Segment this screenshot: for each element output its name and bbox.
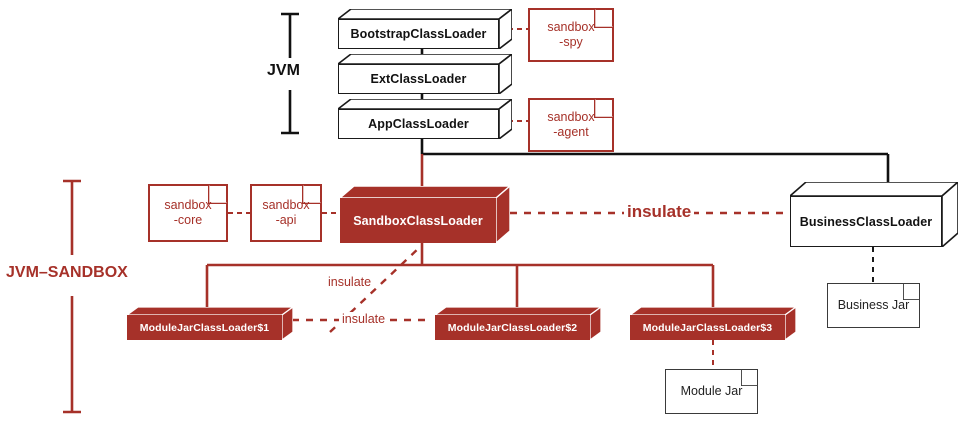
- note-sandbox-core[interactable]: sandbox -core: [148, 184, 228, 242]
- classloader-app[interactable]: AppClassLoader: [338, 99, 512, 139]
- folded-corner-icon: [208, 184, 228, 204]
- folded-corner-icon: [302, 184, 322, 204]
- classloader-business[interactable]: BusinessClassLoader: [790, 182, 958, 247]
- note-line-2: -agent: [553, 125, 589, 139]
- note-sandbox-spy[interactable]: sandbox -spy: [528, 8, 614, 62]
- folded-corner-icon: [903, 283, 920, 300]
- classloader-label: BusinessClassLoader: [799, 214, 933, 229]
- insulate-label-lower: insulate: [339, 312, 389, 326]
- note-sandbox-api[interactable]: sandbox -api: [250, 184, 322, 242]
- note-line-1: sandbox: [164, 197, 212, 212]
- jvm-bracket-graphic: [281, 12, 299, 135]
- folded-corner-icon: [594, 98, 614, 118]
- jvm-bracket-label: JVM: [267, 62, 300, 79]
- insulate-label-upper: insulate: [325, 275, 375, 289]
- box-3d-shell: [630, 307, 796, 340]
- box-3d-shell: [338, 9, 512, 49]
- classloader-label: ExtClassLoader: [370, 72, 467, 86]
- note-module-jar[interactable]: Module Jar: [665, 369, 758, 414]
- classloader-label: BootstrapClassLoader: [350, 27, 487, 41]
- note-line-1: sandbox: [262, 197, 310, 212]
- module-tree-lines: [205, 243, 715, 307]
- classloader-module2[interactable]: ModuleJarClassLoader$2: [435, 307, 601, 340]
- classloader-label: SandboxClassLoader: [353, 213, 483, 228]
- note-line-2: -api: [275, 213, 297, 227]
- note-line-2: -core: [173, 213, 203, 227]
- classloader-sandbox[interactable]: SandboxClassLoader: [340, 186, 510, 243]
- jvm-sandbox-bracket-graphic: [63, 179, 81, 414]
- folded-corner-icon: [594, 8, 614, 28]
- classloader-bootstrap[interactable]: BootstrapClassLoader: [338, 9, 512, 49]
- classloader-label: AppClassLoader: [368, 117, 469, 131]
- folded-corner-icon: [741, 369, 758, 386]
- note-business-jar[interactable]: Business Jar: [827, 283, 920, 328]
- insulate-label-main: insulate: [624, 202, 695, 222]
- classloader-module3[interactable]: ModuleJarClassLoader$3: [630, 307, 796, 340]
- note-line-1: Business Jar: [837, 297, 910, 312]
- note-sandbox-agent[interactable]: sandbox -agent: [528, 98, 614, 152]
- note-line-2: -spy: [559, 35, 583, 49]
- classloader-module1[interactable]: ModuleJarClassLoader$1: [127, 307, 293, 340]
- classloader-label: ModuleJarClassLoader$2: [447, 321, 578, 334]
- note-line-1: sandbox: [547, 19, 595, 34]
- note-line-1: sandbox: [547, 109, 595, 124]
- jvm-sandbox-bracket-label: JVM–SANDBOX: [6, 264, 128, 281]
- classloader-label: ModuleJarClassLoader$1: [139, 321, 270, 334]
- note-line-1: Module Jar: [680, 383, 743, 398]
- classloader-ext[interactable]: ExtClassLoader: [338, 54, 512, 94]
- classloader-label: ModuleJarClassLoader$3: [642, 321, 773, 334]
